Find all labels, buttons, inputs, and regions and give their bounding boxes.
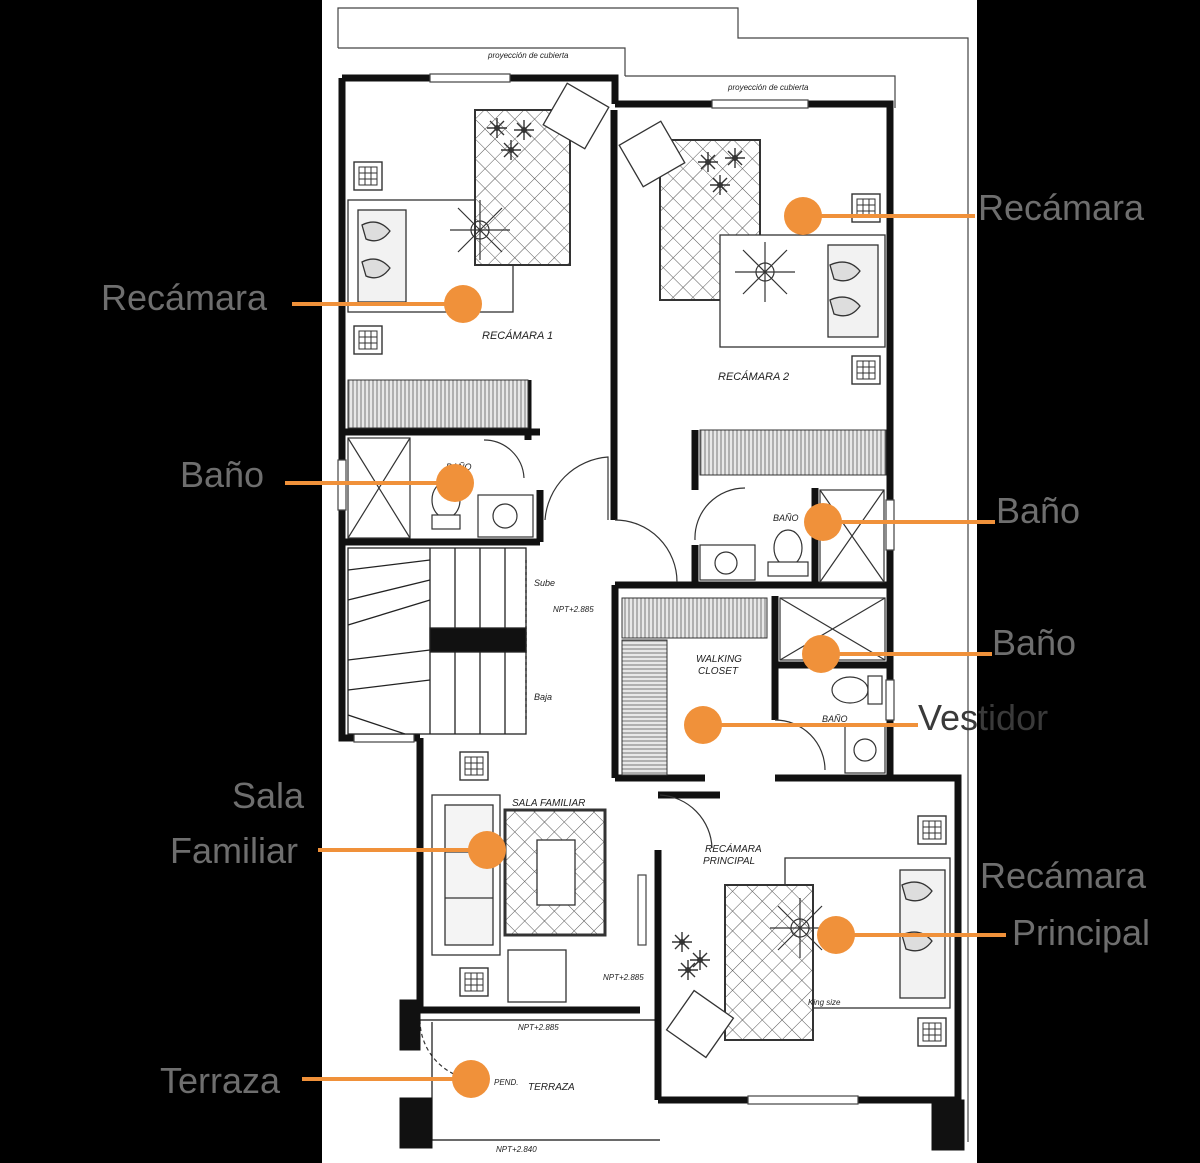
room-bano-2: BAÑO bbox=[773, 513, 799, 523]
callout-bano-right-2: Baño bbox=[992, 622, 1077, 663]
sofa bbox=[431, 794, 501, 956]
callout-marker-terraza bbox=[452, 1060, 490, 1098]
stairs bbox=[347, 547, 527, 735]
doors bbox=[419, 439, 826, 1081]
coffee-table bbox=[536, 839, 576, 906]
callout-marker-bano-right-2 bbox=[802, 635, 840, 673]
callout-marker-recamara-left bbox=[444, 285, 482, 323]
callout-recamara-principal-2: Principal bbox=[1012, 912, 1151, 953]
armchair-sala bbox=[507, 949, 567, 1003]
callout-recamara-left: Recámara bbox=[101, 277, 268, 318]
callout-bano-left: Baño bbox=[180, 454, 265, 495]
roof-projection bbox=[337, 7, 969, 1142]
walls bbox=[338, 74, 962, 1104]
npt-4: NPT+2.840 bbox=[496, 1145, 537, 1154]
room-walking-closet-1: WALKING bbox=[696, 654, 742, 665]
rug-r1 bbox=[474, 109, 571, 266]
rug-master bbox=[724, 884, 814, 1041]
callout-vestidor: Vestidor bbox=[918, 697, 1049, 738]
callout-marker-vestidor bbox=[684, 706, 722, 744]
room-recamara-principal-1: RECÁMARA bbox=[705, 842, 762, 855]
room-terraza: TERRAZA bbox=[528, 1082, 575, 1093]
npt-3: NPT+2.885 bbox=[518, 1023, 559, 1032]
room-recamara-1: RECÁMARA 1 bbox=[482, 329, 553, 342]
npt-1: NPT+2.885 bbox=[553, 605, 594, 614]
callouts bbox=[285, 197, 1006, 1098]
callout-terraza: Terraza bbox=[160, 1060, 281, 1101]
stairs-down: Baja bbox=[534, 692, 552, 702]
closet-r2 bbox=[699, 429, 887, 476]
closet-r1 bbox=[347, 379, 529, 429]
room-bano-3: BAÑO bbox=[822, 714, 848, 724]
callout-marker-bano-left bbox=[436, 464, 474, 502]
chair-r2 bbox=[618, 120, 686, 188]
callout-marker-recamara-right bbox=[784, 197, 822, 235]
chair-master bbox=[665, 989, 735, 1059]
roof-note-1: proyección de cubierta bbox=[487, 51, 569, 60]
terrace bbox=[399, 999, 965, 1151]
callout-recamara-right: Recámara bbox=[978, 187, 1145, 228]
roof-note-2: proyección de cubierta bbox=[727, 83, 809, 92]
room-walking-closet-2: CLOSET bbox=[698, 666, 739, 677]
callout-marker-sala-familiar bbox=[468, 831, 506, 869]
npt-2: NPT+2.885 bbox=[603, 973, 644, 982]
stairs-up: Sube bbox=[534, 578, 555, 588]
closet-wc-left bbox=[621, 639, 668, 776]
callout-bano-right: Baño bbox=[996, 490, 1081, 531]
callout-sala-1: Sala bbox=[232, 775, 305, 816]
pend-note: PEND. bbox=[494, 1078, 518, 1087]
callout-recamara-principal-1: Recámara bbox=[980, 855, 1147, 896]
callout-marker-bano-right bbox=[804, 503, 842, 541]
callout-marker-recamara-principal bbox=[817, 916, 855, 954]
callout-sala-2: Familiar bbox=[170, 830, 299, 871]
room-recamara-principal-2: PRINCIPAL bbox=[703, 856, 755, 867]
room-sala-familiar: SALA FAMILIAR bbox=[512, 798, 585, 809]
king-size-note: King size bbox=[808, 998, 841, 1007]
chair-r1 bbox=[542, 82, 610, 150]
room-recamara-2: RECÁMARA 2 bbox=[718, 370, 789, 383]
closet-wc-top bbox=[621, 597, 768, 639]
